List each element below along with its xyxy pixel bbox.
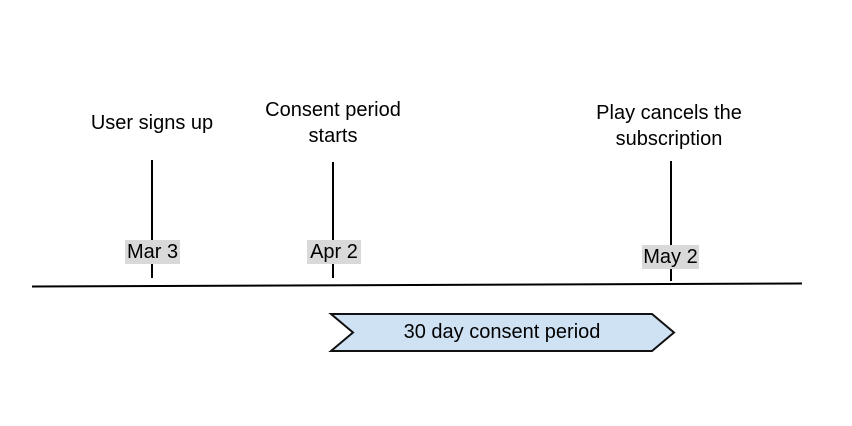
date-chip-may-2: May 2 bbox=[642, 245, 699, 269]
event-title-consent-start: Consent period starts bbox=[265, 97, 401, 149]
event-title-line: subscription bbox=[615, 128, 723, 150]
event-title-signup: User signs up bbox=[91, 110, 213, 136]
event-title-line: starts bbox=[308, 125, 358, 147]
timeline-axis bbox=[31, 282, 803, 288]
event-title-line: Consent period bbox=[265, 99, 401, 121]
consent-period-arrow-label: 30 day consent period bbox=[403, 321, 601, 343]
date-chip-mar-3: Mar 3 bbox=[125, 240, 180, 264]
event-title-line: Play cancels the bbox=[596, 102, 742, 124]
event-title-line: User signs up bbox=[90, 112, 214, 134]
event-title-cancel: Play cancels the subscription bbox=[596, 100, 742, 152]
consent-period-arrow bbox=[328, 313, 676, 352]
date-chip-apr-2: Apr 2 bbox=[307, 240, 361, 264]
